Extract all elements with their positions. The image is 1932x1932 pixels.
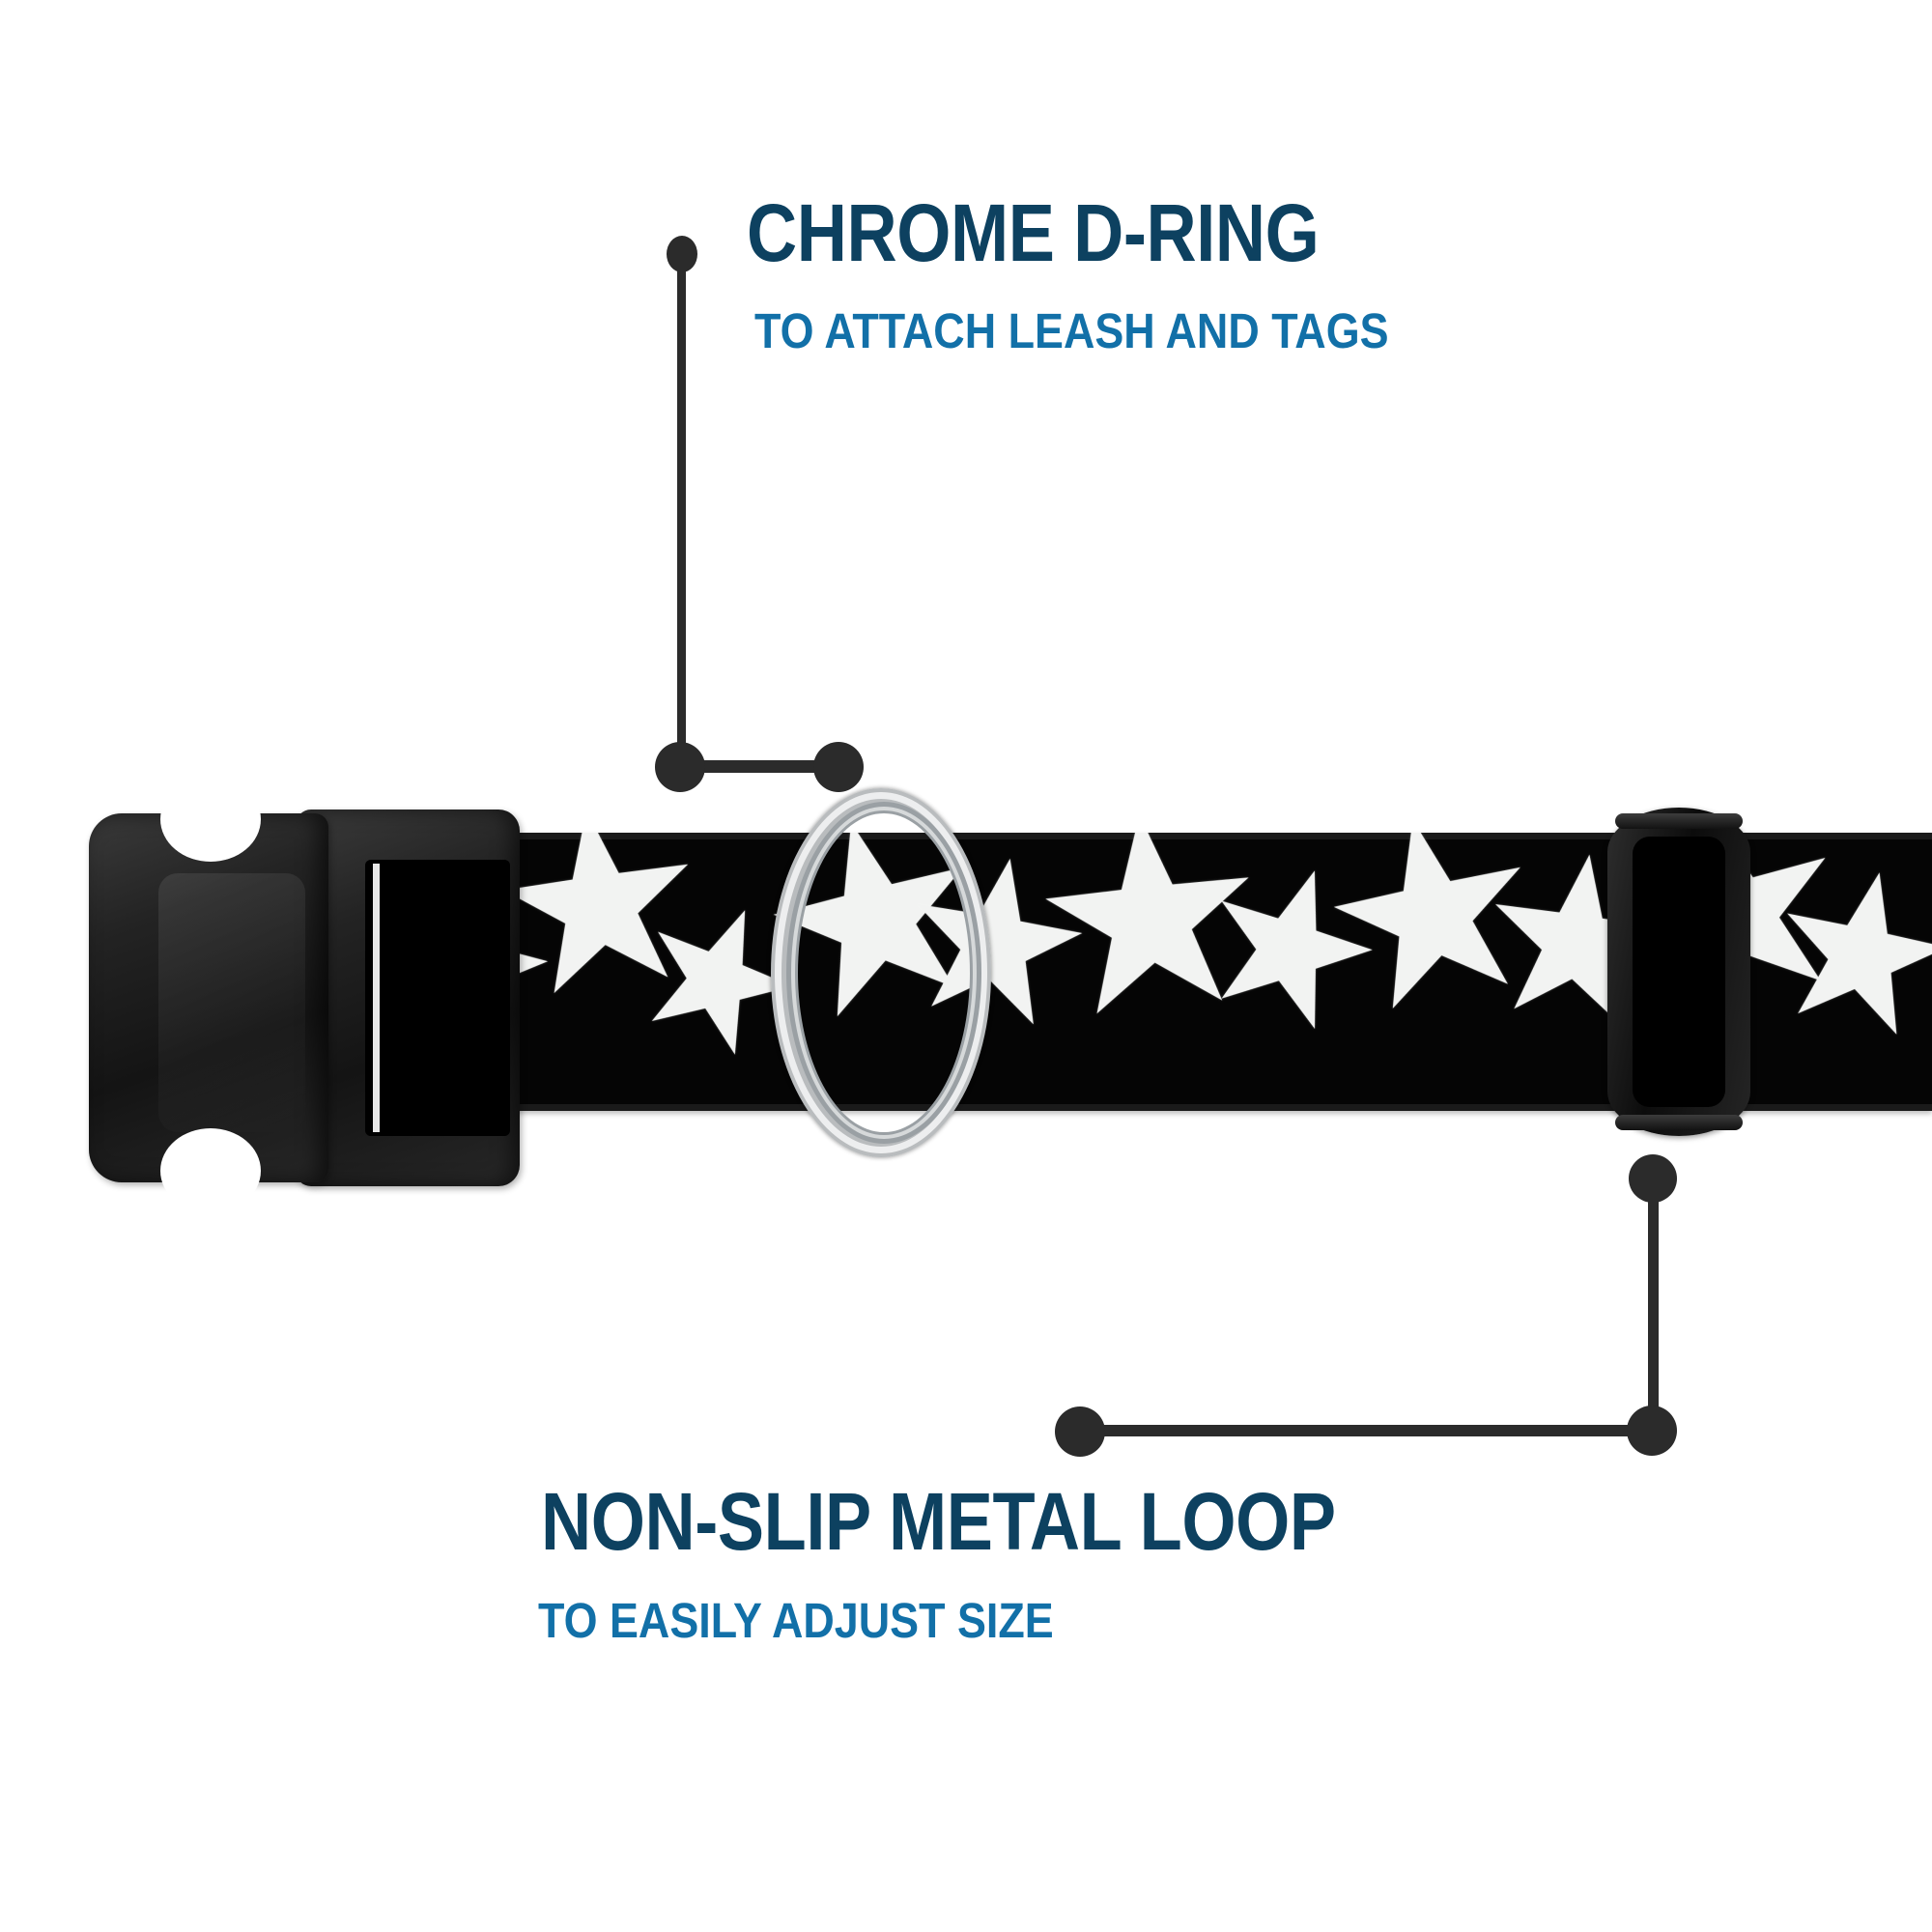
side-release-buckle [89,777,531,1213]
callout-subtitle-non-slip-metal-loop: TO EASILY ADJUST SIZE [538,1593,1054,1648]
star-motif [1312,833,1552,1034]
star-motif [1183,839,1397,1053]
leader-dot-elbow-metal-loop [1627,1406,1677,1456]
buckle-strap-slot [365,860,510,1136]
loop-window [1633,837,1725,1107]
buckle-notch-bottom [160,1128,261,1213]
loop-bar-bottom [1615,1115,1743,1130]
callout-subtitle-chrome-d-ring: TO ATTACH LEASH AND TAGS [754,303,1389,358]
leader-dot-target-chrome-d-ring [813,742,864,792]
leader-line-vertical-chrome-d-ring [677,253,686,757]
leader-dot-elbow-chrome-d-ring [655,742,705,792]
star-motif [1759,849,1932,1055]
d-ring-inner-highlight [791,807,977,1139]
buckle-slot-highlight [373,864,380,1132]
non-slip-metal-loop [1607,808,1750,1136]
d-ring-outer-highlight [775,792,987,1153]
star-motif [488,833,712,1014]
chrome-d-ring [771,788,991,1157]
star-motif [1474,837,1682,1044]
leader-line-vertical-metal-loop [1648,1180,1659,1430]
star-motif [617,877,818,1078]
star-motif [1031,833,1269,1036]
buckle-male-half [89,813,328,1182]
buckle-notch-top [160,777,261,862]
callout-title-chrome-d-ring: CHROME D-RING [747,187,1320,278]
callout-title-non-slip-metal-loop: NON-SLIP METAL LOOP [541,1476,1336,1567]
buckle-surface-highlight [158,873,305,1132]
leader-line-horizontal-metal-loop [1077,1425,1652,1436]
leader-dot-metal-loop-title [1055,1406,1105,1457]
loop-bar-top [1615,813,1743,829]
